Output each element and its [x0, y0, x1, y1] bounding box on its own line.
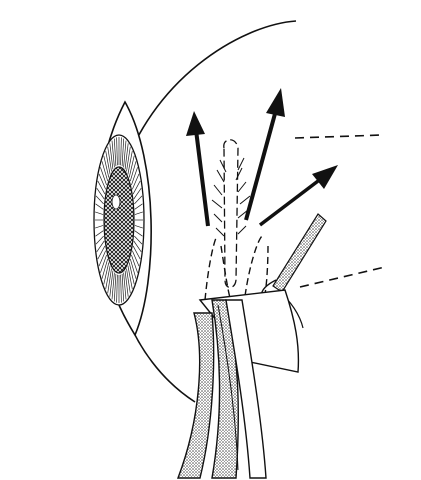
iris-ray [127, 150, 133, 175]
iris-ray [134, 235, 143, 245]
arrow-left [186, 111, 210, 227]
iris-ray [134, 211, 144, 215]
iris-ray [131, 254, 138, 273]
arrow-right [258, 165, 338, 227]
iris-ray [100, 167, 107, 186]
iris-ray [121, 138, 125, 167]
probe [223, 139, 239, 289]
iris-ray [133, 188, 142, 200]
iris-ray [113, 138, 117, 167]
tissue-fibers [211, 157, 251, 237]
iris-ray [131, 167, 138, 186]
arrow-middle [244, 88, 285, 221]
iris-ray [131, 250, 140, 267]
iris-ray [95, 195, 104, 205]
tissue-fiber [235, 167, 243, 181]
iris-ray [128, 262, 135, 285]
iris-icon [93, 134, 145, 306]
iris-ray [116, 137, 118, 166]
lid-margin-loops [204, 235, 269, 301]
iris-ray [134, 203, 143, 210]
iris-ray [129, 258, 137, 279]
iris-ray [96, 188, 105, 200]
iris-ray [121, 273, 125, 302]
iris-ray [124, 143, 129, 170]
iris-ray [132, 245, 141, 260]
iris-ray [123, 140, 127, 168]
iris-ray [126, 146, 131, 172]
iris-ray [123, 272, 127, 300]
iris-ray [103, 262, 110, 285]
iris-ray [107, 146, 112, 172]
tissue-fiber [215, 227, 225, 237]
iris-ray [127, 265, 133, 290]
tissue-fiber [237, 225, 247, 235]
forceps-icon [176, 299, 267, 479]
iris-ray [100, 254, 107, 273]
iris-ray [134, 230, 143, 237]
tissue-fiber [239, 195, 251, 205]
iris-ray [105, 265, 111, 290]
iris-ray [111, 140, 115, 168]
tissue-fiber [237, 181, 247, 193]
iris-ray [109, 143, 114, 170]
pupil-icon [103, 166, 135, 274]
tissue-fiber [219, 159, 227, 173]
iris-ray [97, 180, 106, 195]
iris-ray [134, 225, 144, 229]
iris-ray [105, 150, 111, 175]
iris-ray [128, 155, 135, 178]
iris-ray [97, 245, 106, 260]
tissue-fiber [211, 199, 223, 209]
iris-ray [98, 173, 107, 190]
iris-ray [95, 230, 104, 237]
iris-ray [95, 203, 104, 210]
iris-ray [107, 268, 112, 294]
iris-ray [120, 274, 122, 303]
iris-ray [94, 225, 104, 229]
iris-ray [109, 270, 114, 297]
dashed-guide-lower [299, 266, 386, 288]
iris-ray [129, 161, 137, 182]
iris-ray [124, 270, 129, 297]
iris-ray [116, 274, 118, 303]
dashed-guide-upper [294, 134, 383, 139]
iris-ray [96, 240, 105, 252]
iris-ray [134, 195, 143, 205]
tissue-fiber [237, 209, 249, 219]
iris-ray [101, 258, 109, 279]
iris-ray [131, 173, 140, 190]
iris-ray [101, 161, 109, 182]
iris-ray [126, 268, 131, 294]
iris-ray [132, 180, 141, 195]
iris-ray [98, 250, 107, 267]
iris-ray [113, 273, 117, 302]
iris-ray [94, 211, 104, 215]
tissue-fiber [237, 157, 245, 171]
iris-ray [120, 137, 122, 166]
tissue-fiber [213, 184, 223, 196]
tissue-fiber [216, 169, 225, 183]
iris-ray [133, 240, 142, 252]
iris-ray [103, 155, 110, 178]
iris-ray [111, 272, 115, 300]
iris-ray [95, 235, 104, 245]
pupil-highlight [111, 194, 121, 210]
tissue-fiber [213, 213, 223, 223]
